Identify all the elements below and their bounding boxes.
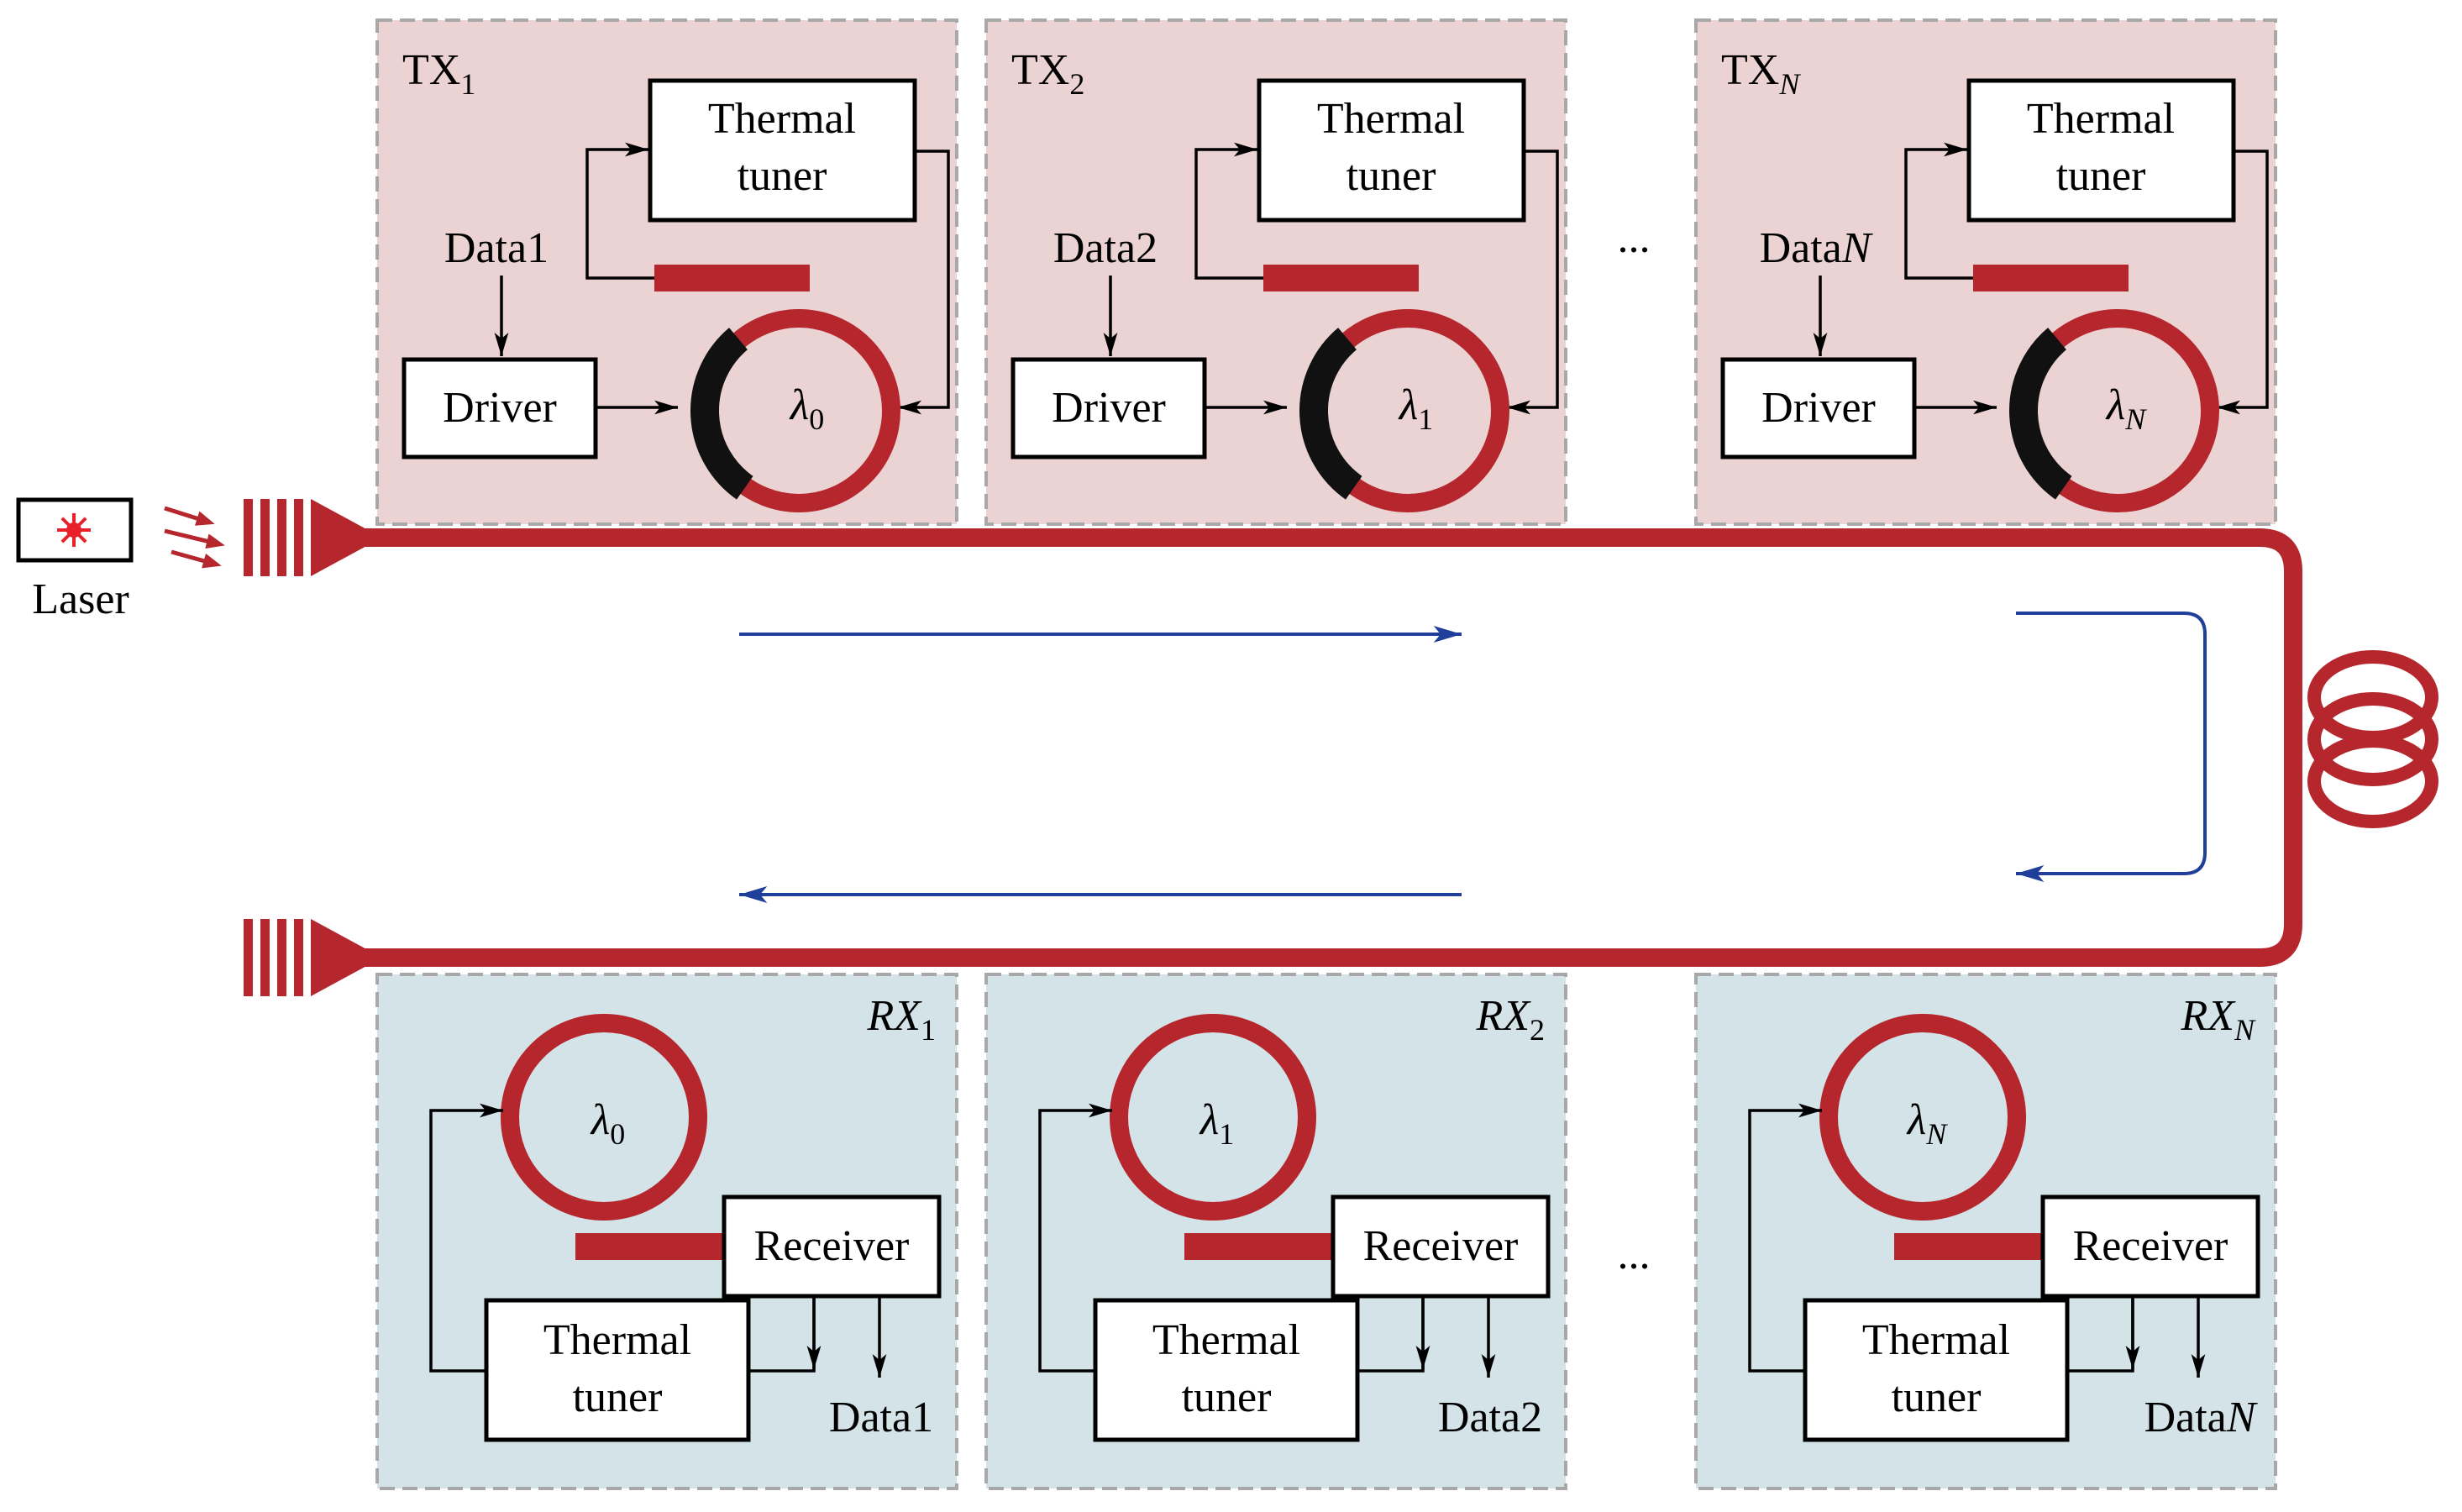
waveguide-bus	[361, 528, 2438, 967]
ring-wavelength-label: λ1	[1398, 381, 1434, 436]
pn-junction-segment	[1299, 328, 1362, 500]
tx-data-input-label: Data2	[1053, 224, 1158, 272]
tuner-feedback-wire	[1194, 142, 1263, 280]
input-grating-coupler	[244, 499, 370, 576]
receiver-box	[722, 1194, 942, 1299]
loop-direction-arrow	[2015, 612, 2207, 882]
ring-wavelength-label: λ0	[590, 1096, 626, 1151]
thermal-tuner-label-line2: tuner	[1346, 152, 1436, 200]
receiver-label: Receiver	[2073, 1222, 2228, 1270]
tx-ellipsis: ...	[1618, 214, 1651, 262]
ring-modulator	[1299, 309, 1509, 512]
thermal-tuner-box	[1093, 1298, 1360, 1442]
ring-filter	[1110, 1014, 1316, 1221]
tuner-to-ring-wire	[1038, 1103, 1112, 1373]
laser-beam-arrows-icon	[164, 506, 225, 569]
tuner-control-wire	[898, 150, 950, 415]
tx-panel-title: TX1	[402, 46, 475, 101]
heater-strip	[654, 265, 810, 291]
heater-strip	[1973, 265, 2129, 291]
ring-modulator	[2009, 309, 2219, 512]
tx-panel-title-main: TX	[1011, 46, 1069, 94]
thermal-tuner-box	[1257, 78, 1526, 223]
bus-waveguide	[361, 528, 2302, 967]
driver-label: Driver	[1052, 384, 1166, 432]
receiver-box	[2040, 1194, 2260, 1299]
tx-panel-title-main: TX	[1721, 46, 1779, 94]
tx-panel-title: TXN	[1721, 46, 1801, 101]
rx-panel-title: RXN	[2180, 992, 2256, 1047]
rx-ellipsis: ...	[1618, 1231, 1651, 1278]
receiver-box	[1331, 1194, 1551, 1299]
rx-data-output-label: Data2	[1438, 1394, 1542, 1441]
thermal-tuner-box	[648, 78, 917, 223]
drop-waveguide-strip	[575, 1233, 725, 1260]
tuner-to-ring-wire	[1748, 1103, 1822, 1373]
drop-waveguide-strip	[1184, 1233, 1334, 1260]
rx-panel-title: RX1	[866, 992, 936, 1047]
driver-label: Driver	[1761, 384, 1876, 432]
tx-data-input-label: DataN	[1760, 224, 1874, 272]
ring-wavelength-label: λ1	[1199, 1096, 1235, 1151]
thermal-tuner-label-line2: tuner	[2056, 152, 2146, 200]
drop-waveguide-strip	[1894, 1233, 2044, 1260]
thermal-tuner-label-line2: tuner	[573, 1373, 663, 1421]
ring-modulator	[690, 309, 900, 512]
ring-filter	[1819, 1014, 2026, 1221]
ring-wavelength-label: λN	[1906, 1096, 1949, 1151]
ring-filter	[501, 1014, 707, 1221]
tx-panel-title-main: TX	[402, 46, 460, 94]
laser-source: Laser	[16, 497, 225, 623]
pn-junction-segment	[2009, 328, 2072, 500]
thermal-tuner-label-line1: Thermal	[543, 1316, 691, 1364]
tuner-control-wire	[1507, 150, 1559, 415]
rx-data-output-label: Data1	[829, 1394, 933, 1441]
propagation-direction-arrows	[738, 612, 2207, 903]
tx-data-input-label: Data1	[444, 224, 549, 272]
driver-box	[402, 357, 598, 459]
tx-panel-title: TX2	[1011, 46, 1084, 101]
thermal-tuner-label-line1: Thermal	[1152, 1316, 1300, 1364]
ring-wavelength-label: λN	[2105, 381, 2148, 436]
thermal-tuner-label-line1: Thermal	[2027, 95, 2175, 143]
driver-label: Driver	[443, 384, 557, 432]
rx-panel-title: RX2	[1475, 992, 1545, 1047]
driver-box	[1011, 357, 1207, 459]
thermal-tuner-label-line2: tuner	[1892, 1373, 1982, 1421]
fiber-spool-icon	[2307, 650, 2438, 828]
thermal-tuner-label-line1: Thermal	[708, 95, 856, 143]
thermal-tuner-label-line2: tuner	[738, 152, 827, 200]
tuner-feedback-wire	[1904, 142, 1973, 280]
rx-data-output-label: DataN	[2144, 1394, 2259, 1441]
pn-junction-segment	[690, 328, 753, 500]
thermal-tuner-label-line1: Thermal	[1317, 95, 1465, 143]
receiver-label: Receiver	[1363, 1222, 1519, 1270]
tx-panel-title-sub: 1	[460, 67, 475, 101]
tuner-control-wire	[2217, 150, 2269, 415]
receiver-label: Receiver	[754, 1222, 910, 1270]
tx-panel-title-sub: N	[1778, 67, 1801, 101]
tuner-to-ring-wire	[429, 1103, 503, 1373]
tx-panel-title-sub: 2	[1069, 67, 1084, 101]
thermal-tuner-box	[1803, 1298, 2070, 1442]
thermal-tuner-label-line2: tuner	[1182, 1373, 1272, 1421]
laser-star-icon	[57, 513, 91, 547]
output-grating-coupler	[244, 919, 370, 996]
thermal-tuner-label-line1: Thermal	[1862, 1316, 2010, 1364]
tuner-feedback-wire	[585, 142, 654, 280]
laser-label: Laser	[32, 575, 129, 623]
ring-wavelength-label: λ0	[789, 381, 825, 436]
driver-box	[1720, 357, 1917, 459]
heater-strip	[1263, 265, 1419, 291]
